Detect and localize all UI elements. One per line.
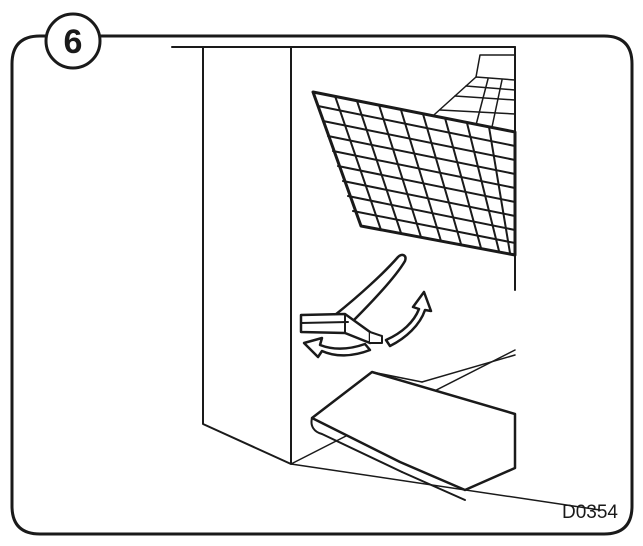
floor-line <box>290 463 601 511</box>
figure-code: D0354 <box>562 502 618 523</box>
step-number: 6 <box>64 23 83 61</box>
panel-frame <box>10 34 634 536</box>
appliance-drawing <box>171 46 601 511</box>
lower-drawer <box>310 354 517 501</box>
rotation-arrow-icon <box>302 290 433 359</box>
door-panel <box>202 47 292 465</box>
latch-lever <box>299 253 407 345</box>
wire-grille <box>311 90 517 257</box>
step-badge: 6 <box>44 12 102 70</box>
rear-shelf <box>424 54 516 128</box>
